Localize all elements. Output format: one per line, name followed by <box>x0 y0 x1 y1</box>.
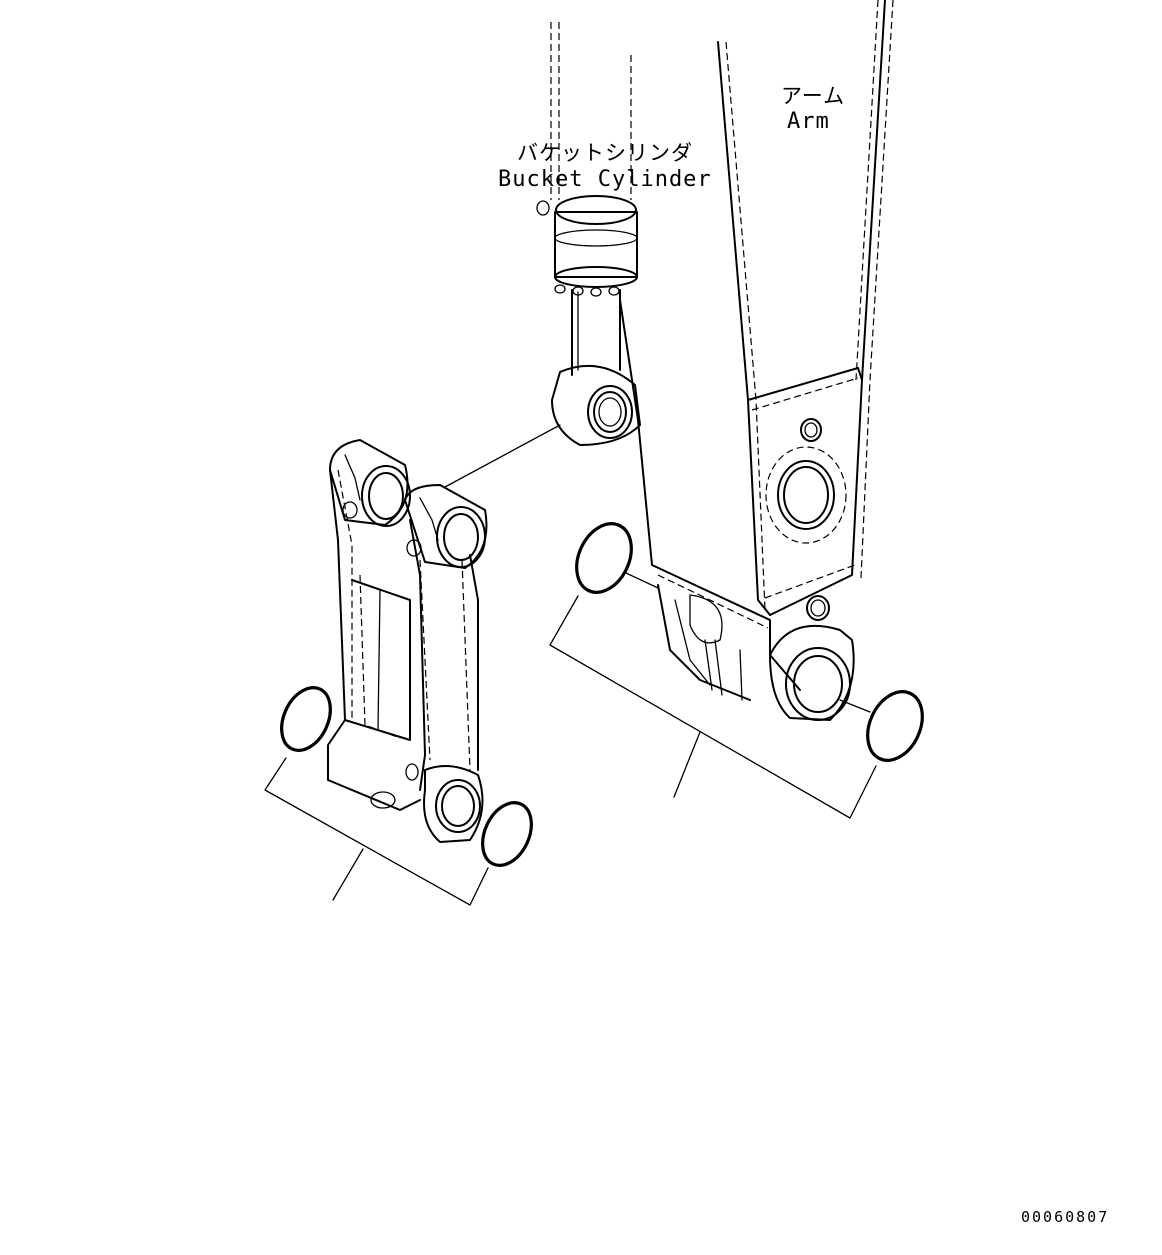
arm-label-jp: アーム <box>781 84 846 108</box>
arm <box>619 0 894 721</box>
o-ring-left-bottom <box>481 801 533 867</box>
drawing-code: 00060807 <box>1021 1208 1110 1226</box>
o-ring-arm-left <box>575 522 633 594</box>
bucket-cylinder-label-en: Bucket Cylinder <box>498 167 712 192</box>
bucket-cylinder-label-jp: バケットシリンダ <box>517 141 693 165</box>
o-ring-left <box>280 686 332 752</box>
o-ring-arm-right <box>866 690 924 762</box>
link <box>327 439 488 843</box>
arm-label-en: Arm <box>787 109 830 134</box>
bucket-cylinder <box>536 22 641 446</box>
leader-lines <box>264 424 877 906</box>
